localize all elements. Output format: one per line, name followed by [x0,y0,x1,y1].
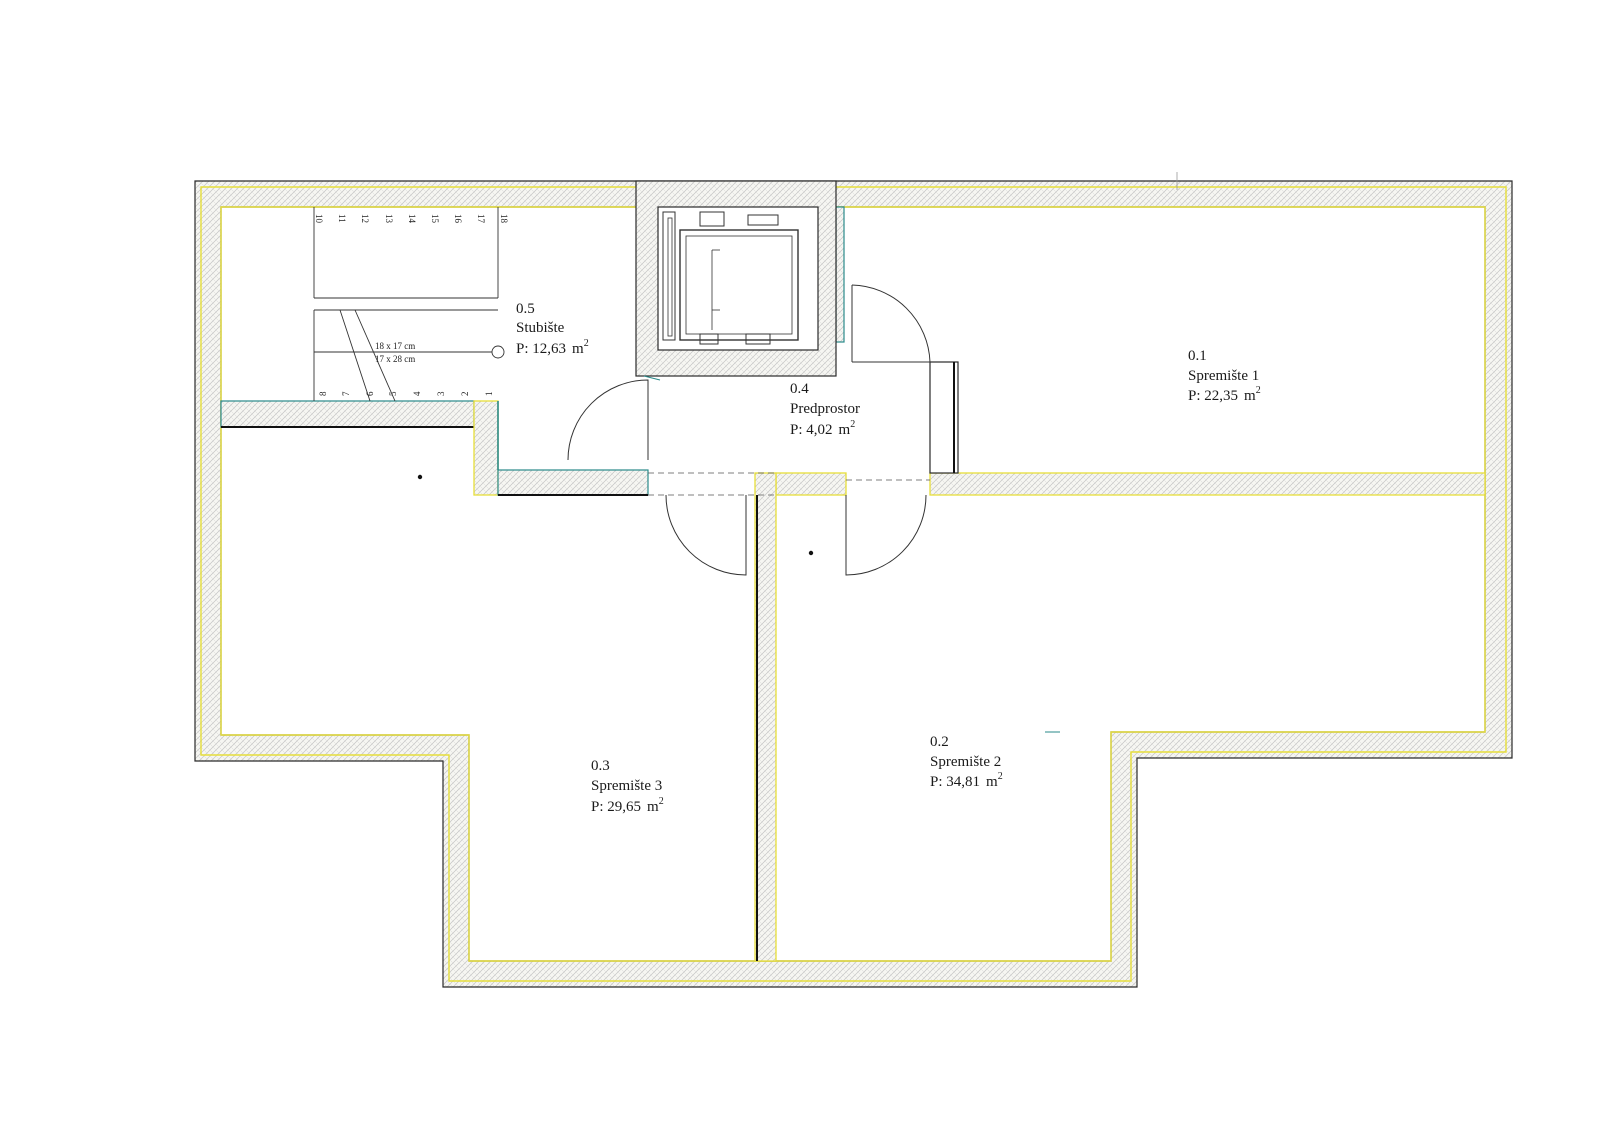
elevator-rail [667,217,673,337]
door-openings [648,472,930,496]
stair-dimension: 18 x 17 cm [375,341,415,351]
stair-step-number: 11 [337,214,347,223]
stair-step-number: 6 [365,391,375,396]
stair-step-number: 10 [314,214,324,224]
point-marker [417,474,423,480]
stair-end-marker [491,345,505,359]
stair-dimension: 17 x 28 cm [375,354,415,364]
stair-step-number: 12 [360,214,370,223]
stair-step-number: 8 [318,391,328,396]
room-number: 0.4 [790,381,809,397]
stair-step-number: 7 [341,391,351,396]
room-number: 0.2 [930,734,949,750]
room-name: Spremište 3 [591,778,662,794]
stair-step-number: 13 [384,214,394,224]
interior-wall [754,472,777,962]
stair-step-number: 2 [460,392,470,397]
interior-wall [929,472,1486,496]
stair-numbers-upper: 10 11 12 13 14 15 16 17 18 [314,214,509,224]
elevator-rail [662,211,676,341]
interior-wall [775,472,847,496]
room-name: Spremište 2 [930,754,1001,770]
room-name: Predprostor [790,401,860,417]
stair-step-number: 1 [484,392,494,397]
staircase [313,207,505,402]
elevator-detail [643,375,661,381]
wall-edge-line [200,186,1507,982]
elevator-machine [699,211,725,227]
stair-step-number: 18 [499,214,509,224]
stair-step-number: 5 [388,391,398,396]
elevator-car [679,229,799,341]
room-name: Spremište 1 [1188,368,1259,384]
interior-wall [473,400,499,496]
stair-step-number: 17 [476,214,486,224]
elevator-machine [747,214,779,226]
stair-numbers-lower: 8 7 6 5 4 3 2 1 [318,391,494,396]
room-number: 0.5 [516,301,535,317]
interior-wall [497,469,649,496]
stair-step-number: 3 [436,391,446,396]
exterior-wall [194,180,1513,988]
interior-wall [835,206,845,343]
room-name: Stubište [516,320,565,336]
elevator-machine [745,333,771,345]
point-marker [808,550,814,556]
room-number: 0.1 [1188,348,1207,364]
stair-step-number: 16 [453,214,463,224]
stair-step-number: 14 [407,214,417,224]
stair-step-number: 15 [430,214,440,224]
interior-wall [220,400,475,428]
stair-step-number: 4 [412,391,422,396]
elevator-machine [699,333,719,345]
room-number: 0.3 [591,758,610,774]
elevator-car [685,235,793,335]
door-swings [567,284,931,576]
wall-edge-line [220,206,1486,962]
